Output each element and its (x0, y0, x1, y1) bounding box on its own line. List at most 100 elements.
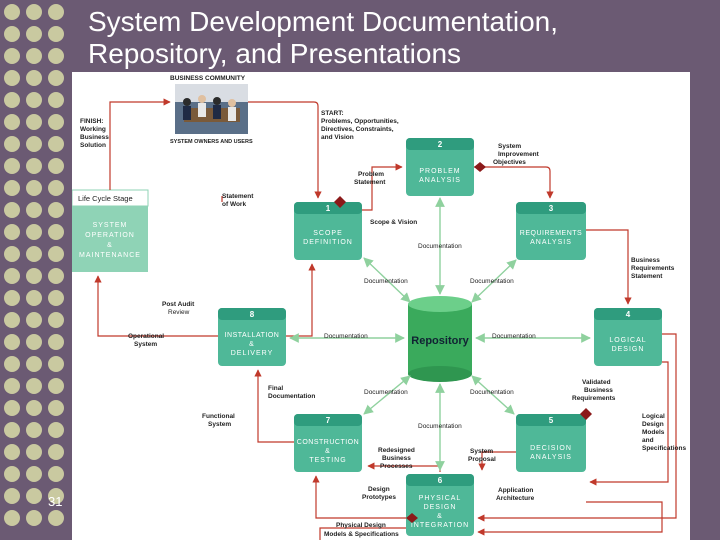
slide-title-line-2: Repository, and Presentations (88, 38, 462, 69)
decorative-dot (48, 70, 64, 86)
decorative-dot (48, 290, 64, 306)
decorative-dot (26, 158, 42, 174)
decorative-dot (4, 4, 20, 20)
finish-line: Business (80, 134, 109, 141)
statement-of-work-label: Statement (222, 193, 254, 200)
start-line: START: (321, 110, 344, 117)
documentation-label: Documentation (470, 389, 514, 396)
decorative-dot (26, 444, 42, 460)
documentation-label: Documentation (418, 423, 462, 430)
start-text: START: Problems, Opportunities, Directiv… (321, 110, 399, 141)
decorative-dot (26, 70, 42, 86)
phase-number: 2 (438, 140, 443, 149)
decorative-dot (48, 510, 64, 526)
decorative-dot (48, 400, 64, 416)
phase-label: DEFINITION (303, 239, 353, 246)
decorative-dot (4, 246, 20, 262)
decorative-dot (48, 246, 64, 262)
phase-number: 5 (549, 416, 554, 425)
review-label: Review (168, 309, 190, 316)
decorative-dot (4, 180, 20, 196)
phase-label: DELIVERY (231, 350, 274, 357)
physical-design-label: Physical Design (336, 522, 386, 529)
problem-statement-label: Problem (358, 171, 384, 178)
decorative-dot (4, 136, 20, 152)
life-cycle-stage-box: Life Cycle Stage SYSTEM OPERATION & MAIN… (72, 189, 149, 272)
decorative-dot (48, 114, 64, 130)
decorative-dot (26, 246, 42, 262)
decorative-dot (4, 26, 20, 42)
documentation-label: Documentation (492, 333, 536, 340)
redesigned-processes-label: Redesigned (378, 447, 415, 454)
application-architecture-label: Application (498, 487, 533, 494)
logical-design-label: Specifications (642, 445, 686, 452)
life-cycle-line: MAINTENANCE (79, 252, 141, 259)
redesigned-processes-label: Processes (380, 463, 413, 470)
finish-line: Working (80, 126, 106, 133)
decorative-dot (4, 466, 20, 482)
decorative-dot (48, 4, 64, 20)
phase-label: TESTING (309, 457, 346, 464)
decorative-dot (4, 70, 20, 86)
validated-requirements-label: Validated (582, 379, 611, 386)
decorative-dot (4, 444, 20, 460)
decorative-dot (26, 202, 42, 218)
logical-design-label: Design (642, 421, 664, 428)
logical-design-label: Logical (642, 413, 665, 420)
phase-box-scope-definition: 1 SCOPE DEFINITION (294, 202, 362, 260)
documentation-label: Documentation (364, 278, 408, 285)
decorative-dot (4, 400, 20, 416)
decorative-dot (26, 334, 42, 350)
life-cycle-line: & (107, 242, 113, 249)
phase-label: & (249, 341, 255, 348)
models-specifications-label: Models & Specifications (324, 531, 399, 538)
phase-box-physical-design: 6 PHYSICAL DESIGN & INTEGRATION (406, 474, 474, 536)
decorative-dot (4, 488, 20, 504)
life-cycle-header: Life Cycle Stage (78, 194, 133, 203)
decorative-dot (26, 400, 42, 416)
phase-box-installation-delivery: 8 INSTALLATION & DELIVERY (218, 308, 286, 366)
post-audit-label: Post Audit (162, 301, 195, 308)
decorative-dot (48, 422, 64, 438)
phase-label: PHYSICAL (419, 495, 462, 502)
decorative-dot (26, 136, 42, 152)
decorative-dot (48, 26, 64, 42)
decorative-dot (4, 312, 20, 328)
design-prototypes-label: Design (368, 486, 390, 493)
business-community-photo (175, 84, 248, 134)
decorative-dot (26, 488, 42, 504)
application-architecture-label: Architecture (496, 495, 535, 502)
documentation-arrows (289, 197, 591, 471)
phase-label: ANALYSIS (530, 239, 572, 246)
slide-title-line-1: System Development Documentation, (88, 6, 558, 37)
phase-label: LOGICAL (609, 337, 646, 344)
sdlc-diagram-panel: BUSINESS COMMUNITY SYSTEM OWNERS AND USE… (72, 72, 690, 540)
phase-number: 4 (626, 310, 631, 319)
start-line: and Vision (321, 134, 354, 141)
decorative-dot (48, 488, 64, 504)
decorative-dot (48, 378, 64, 394)
decorative-dot (26, 378, 42, 394)
phase-box-requirements-analysis: 3 REQUIREMENTS ANALYSIS (516, 202, 586, 260)
decorative-dot (26, 48, 42, 64)
phase-box-logical-design: 4 LOGICAL DESIGN (594, 308, 662, 366)
decorative-dot (26, 510, 42, 526)
phase-label: DESIGN (424, 504, 457, 511)
slide-title: System Development Documentation, Reposi… (88, 6, 708, 70)
decorative-dot (26, 466, 42, 482)
repository-cylinder: Repository (408, 296, 472, 382)
system-proposal-label: System (470, 448, 493, 455)
decorative-dot (48, 466, 64, 482)
documentation-label: Documentation (470, 278, 514, 285)
start-line: Problems, Opportunities, (321, 118, 399, 125)
phase-number: 7 (326, 416, 331, 425)
decorative-dot (48, 180, 64, 196)
phase-label: CONSTRUCTION (297, 439, 359, 446)
documentation-label: Documentation (418, 243, 462, 250)
phase-box-decision-analysis: 5 DECISION ANALYSIS (516, 414, 586, 472)
decorative-dot (4, 356, 20, 372)
phase-box-construction-testing: 7 CONSTRUCTION & TESTING (294, 414, 362, 472)
phase-box-problem-analysis: 2 PROBLEM ANALYSIS (406, 138, 474, 196)
improvement-objectives-label: Improvement (498, 151, 540, 158)
phase-label: SCOPE (313, 230, 343, 237)
